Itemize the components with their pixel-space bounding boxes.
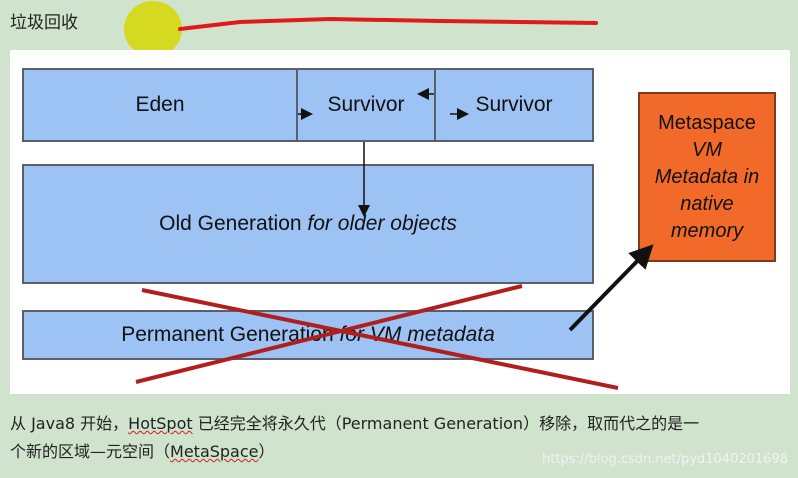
- old-generation-name: Old Generation: [159, 212, 302, 235]
- metaspace-line-2: VM: [691, 138, 722, 161]
- watermark: https://blog.csdn.net/pyd1040201698: [542, 452, 788, 467]
- caption-line-2a: 个新的区域—元空间（: [10, 442, 171, 461]
- caption-line-2c: ）: [258, 442, 275, 461]
- heap-diagram: Eden Survivor Survivor Old Generation fo…: [10, 50, 790, 394]
- perm-to-metaspace-arrow: [568, 244, 654, 332]
- old-generation-region: Old Generation for older objects: [22, 164, 594, 284]
- caption-line-2: 个新的区域—元空间（MetaSpace）: [10, 438, 790, 466]
- permanent-generation-label: Permanent Generation for VM metadata: [121, 323, 495, 347]
- survivor-2-label: Survivor: [475, 93, 553, 116]
- metaspace-line-4: native: [680, 192, 734, 215]
- highlight-marker: [124, 1, 182, 57]
- metaspace-line-3: Metadata in: [654, 165, 760, 188]
- caption-line-1: 从 Java8 开始，HotSpot 已经完全将永久代（Permanent Ge…: [10, 410, 790, 438]
- hotspot-term: HotSpot: [128, 414, 193, 433]
- page-title: 垃圾回收: [10, 13, 78, 33]
- survivor-region-2: Survivor: [434, 68, 594, 142]
- caption: 从 Java8 开始，HotSpot 已经完全将永久代（Permanent Ge…: [10, 410, 790, 466]
- caption-line-1c: 已经完全将永久代（Permanent Generation）移除，取而代之的是一: [192, 414, 700, 433]
- metaspace-label: Metaspace: [658, 111, 756, 134]
- metaspace-region: Metaspace VM Metadata in native memory: [638, 92, 776, 262]
- caption-line-1a: 从 Java8 开始，: [10, 414, 129, 433]
- cross-out-line-1: [141, 288, 619, 390]
- red-underline-annotation: [178, 16, 598, 31]
- metaspace-line-5: memory: [670, 219, 744, 242]
- eden-region: Eden: [22, 68, 298, 142]
- survivor-1-label: Survivor: [327, 93, 405, 116]
- cross-out-line-2: [135, 284, 523, 384]
- eden-label: Eden: [135, 93, 185, 116]
- metaspace-term: MetaSpace: [170, 442, 259, 461]
- permanent-generation-name: Permanent Generation: [121, 323, 334, 346]
- old-generation-qualifier: for older objects: [307, 212, 457, 235]
- survivor-region-1: Survivor: [296, 68, 436, 142]
- permanent-generation-region: Permanent Generation for VM metadata: [22, 310, 594, 360]
- old-generation-label: Old Generation for older objects: [159, 212, 457, 236]
- diagram-overlay: [135, 88, 654, 390]
